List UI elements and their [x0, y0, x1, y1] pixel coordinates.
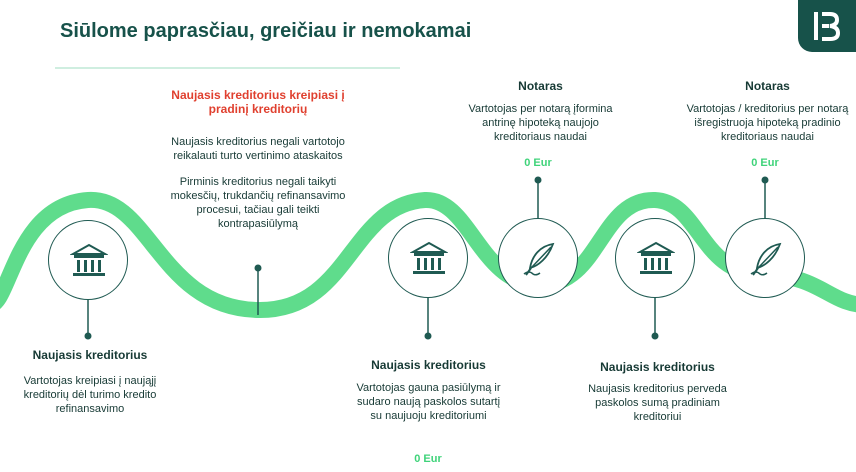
- step-5-text: Naujasis kreditorius Naujasis kreditoriu…: [585, 360, 730, 424]
- step-5-heading: Naujasis kreditorius: [600, 360, 715, 374]
- step-5-circle: [615, 218, 695, 298]
- step-4-description: Vartotojas per notarą įformina antrinę h…: [468, 103, 613, 143]
- step-4-text: Notaras Vartotojas per notarą įformina a…: [458, 79, 623, 144]
- step-6-text: Notaras Vartotojas / kreditorius per not…: [685, 79, 850, 144]
- step-3-circle: [388, 218, 468, 298]
- step-3-description: Vartotojas gauna pasiūlymą ir sudaro nau…: [356, 382, 501, 422]
- step-6-description: Vartotojas / kreditorius per notarą išre…: [686, 103, 849, 143]
- step-5-description: Naujasis kreditorius perveda paskolos su…: [588, 383, 727, 423]
- step-4-price: 0 Eur: [524, 157, 552, 169]
- bank-icon: [70, 243, 108, 276]
- connector-dot: [534, 176, 542, 184]
- page-title: Siūlome paprasčiau, greičiau ir nemokama…: [60, 20, 472, 42]
- step-1-description: Vartotojas kreipiasi į naująjį kreditori…: [23, 375, 157, 415]
- logo-icon: [814, 12, 841, 41]
- step-1-heading: Naujasis kreditorius: [32, 348, 148, 362]
- step-2-description-1: Naujasis kreditorius negali vartotojo re…: [171, 136, 345, 162]
- bank-icon: [410, 241, 448, 274]
- step-2-description-2: Pirminis kreditorius negali taikyti moke…: [170, 176, 346, 230]
- step-2-heading: Naujasis kreditorius kreipiasi į pradinį…: [171, 88, 345, 116]
- step-6-price: 0 Eur: [751, 157, 779, 169]
- step-6-circle: [725, 218, 805, 298]
- step-1-circle: [48, 220, 128, 300]
- quill-icon: [523, 242, 555, 276]
- step-3-price: 0 Eur: [414, 453, 442, 465]
- step-6-heading: Notaras: [745, 79, 790, 93]
- connector-dot: [254, 264, 262, 272]
- brand-logo: [798, 0, 856, 52]
- connector-dot: [651, 332, 659, 340]
- step-3-heading: Naujasis kreditorius: [371, 358, 486, 372]
- connector-dot: [424, 332, 432, 340]
- connector-dot: [84, 332, 92, 340]
- step-1-text: Naujasis kreditorius Vartotojas kreipias…: [20, 348, 160, 416]
- quill-icon: [750, 242, 782, 276]
- step-4-heading: Notaras: [518, 79, 563, 93]
- step-3-text: Naujasis kreditorius Vartotojas gauna pa…: [356, 358, 501, 423]
- connector-dot: [761, 176, 769, 184]
- bank-icon: [637, 241, 675, 274]
- step-4-circle: [498, 218, 578, 298]
- title-divider: [55, 67, 400, 69]
- step-2-text: Naujasis kreditorius kreipiasi į pradinį…: [158, 88, 358, 231]
